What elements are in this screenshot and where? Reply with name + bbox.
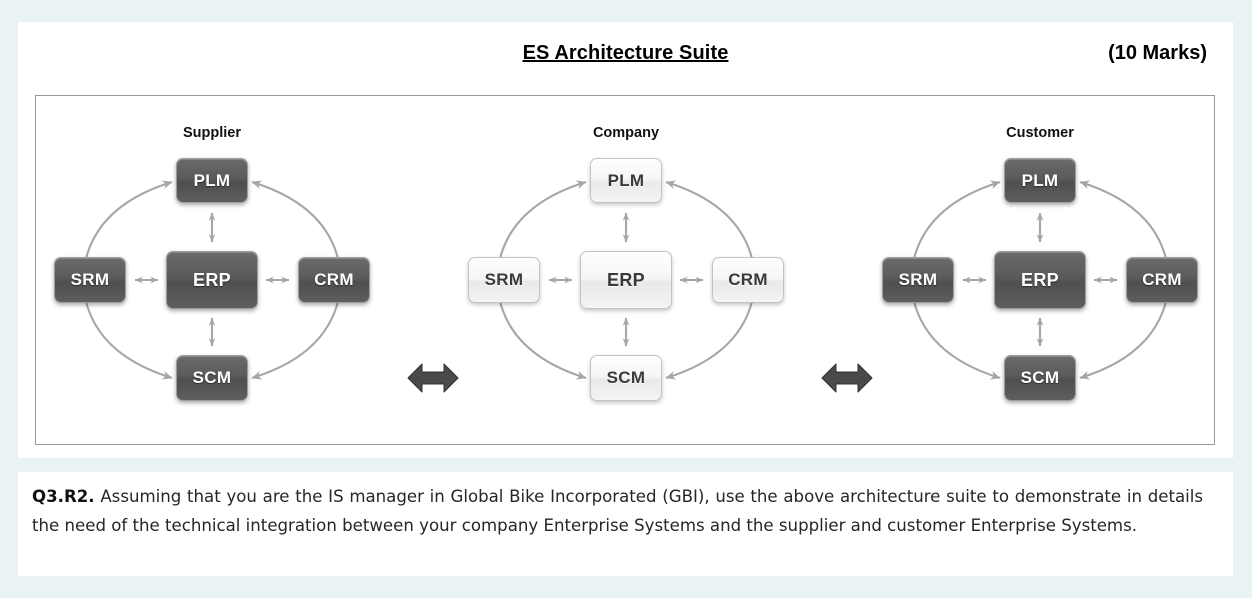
double-arrow-icon-company-customer <box>821 363 873 393</box>
double-arrow-icon-supplier-company <box>407 363 459 393</box>
node-customer-plm[interactable]: PLM <box>1004 158 1076 203</box>
marks-badge: (10 Marks) <box>1108 42 1207 64</box>
question-text: Q3.R2. Assuming that you are the IS mana… <box>32 482 1203 540</box>
arc-srm-plm <box>909 180 1001 269</box>
arc-srm-plm <box>81 180 173 269</box>
arc-plm-crm <box>665 180 757 269</box>
arc-plm-crm <box>251 180 343 269</box>
arrow-layer-supplier <box>81 180 343 380</box>
node-supplier-scm[interactable]: SCM <box>176 355 248 401</box>
node-company-srm[interactable]: SRM <box>468 257 540 303</box>
cluster-label-customer: Customer <box>1006 125 1074 141</box>
cluster-customer: Customer PLM SRM CRM SCM ERP <box>864 96 1216 446</box>
node-customer-erp[interactable]: ERP <box>994 251 1086 309</box>
node-supplier-srm[interactable]: SRM <box>54 257 126 303</box>
cluster-label-company: Company <box>592 125 660 141</box>
arc-scm-crm <box>251 291 343 380</box>
cluster-label-supplier: Supplier <box>182 125 241 141</box>
architecture-diagram: Supplier PLM SRM CRM SCM ERP <box>36 96 1216 446</box>
node-supplier-crm[interactable]: CRM <box>298 257 370 303</box>
arc-srm-scm <box>909 291 1001 380</box>
arrow-layer-customer <box>909 180 1171 380</box>
node-company-erp[interactable]: ERP <box>580 251 672 309</box>
cluster-supplier: Supplier PLM SRM CRM SCM ERP <box>36 96 388 446</box>
node-supplier-plm[interactable]: PLM <box>176 158 248 203</box>
question-number: Q3.R2. <box>32 487 95 506</box>
node-company-scm[interactable]: SCM <box>590 355 662 401</box>
question-body: Assuming that you are the IS manager in … <box>32 487 1203 535</box>
arc-plm-crm <box>1079 180 1171 269</box>
arc-scm-crm <box>1079 291 1171 380</box>
node-supplier-erp[interactable]: ERP <box>166 251 258 309</box>
arc-srm-plm <box>495 180 587 269</box>
arc-srm-scm <box>81 291 173 380</box>
question-panel <box>18 472 1233 576</box>
page-title: ES Architecture Suite <box>522 42 729 64</box>
header: ES Architecture Suite (10 Marks) <box>18 22 1233 84</box>
arc-scm-crm <box>665 291 757 380</box>
node-customer-srm[interactable]: SRM <box>882 257 954 303</box>
node-customer-crm[interactable]: CRM <box>1126 257 1198 303</box>
node-company-plm[interactable]: PLM <box>590 158 662 203</box>
arc-srm-scm <box>495 291 587 380</box>
arrow-layer-company <box>495 180 757 380</box>
diagram-frame: Supplier PLM SRM CRM SCM ERP <box>35 95 1215 445</box>
question-block: Q3.R2. Assuming that you are the IS mana… <box>18 472 1233 576</box>
node-company-crm[interactable]: CRM <box>712 257 784 303</box>
node-customer-scm[interactable]: SCM <box>1004 355 1076 401</box>
cluster-company: Company PLM SRM CRM SCM ERP <box>450 96 802 446</box>
